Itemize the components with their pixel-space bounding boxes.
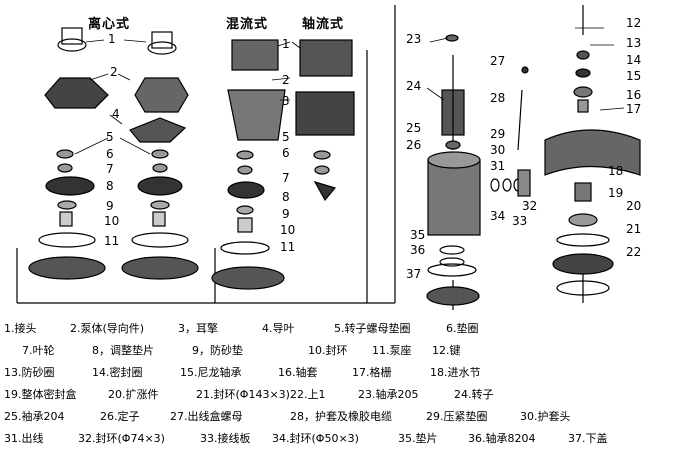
leader-lines <box>74 27 625 155</box>
legend-item: 26.定子 <box>100 410 140 423</box>
legend-item: 13.防砂圈 <box>4 366 55 379</box>
callout-label: 27 <box>490 54 506 68</box>
callout-label: 1 <box>282 37 290 51</box>
callout-label: 37 <box>406 267 422 281</box>
callout-label: 1 <box>108 32 116 46</box>
callout-label: 5 <box>106 130 114 144</box>
legend-item: 28，护套及橡胶电缆 <box>290 410 392 423</box>
callout-label: 20 <box>626 199 642 213</box>
legend-item: 17.格栅 <box>352 366 392 379</box>
callout-label: 24 <box>406 79 422 93</box>
callout-label: 11 <box>104 234 120 248</box>
legend-item: 37.下盖 <box>568 432 608 445</box>
legend-item: 10.封环 <box>308 344 348 357</box>
header-centrifugal: 离心式 <box>88 17 131 32</box>
callout-label: 17 <box>626 102 642 116</box>
callout-label: 13 <box>626 36 642 50</box>
legend-item: 33.接线板 <box>200 432 251 445</box>
legend-item: 4.导叶 <box>262 322 295 335</box>
legend-item: 12.键 <box>432 344 461 357</box>
exploded-pump-diagram: 离心式 混流式 轴流式 1 2 4 5 6 7 8 9 10 11 1 2 3 … <box>16 5 642 310</box>
callout-label: 10 <box>280 223 296 237</box>
callout-label: 9 <box>282 207 290 221</box>
callout-label: 16 <box>626 88 642 102</box>
callout-label: 26 <box>406 138 422 152</box>
legend-item: 21.封环(Φ143×3)22.上1 <box>196 388 326 401</box>
legend-item: 18.进水节 <box>430 366 481 379</box>
callout-label: 8 <box>106 179 114 193</box>
legend-item: 32.封环(Φ74×3) <box>78 432 165 445</box>
pump-parts-drawing <box>16 5 641 310</box>
legend-item: 35.垫片 <box>398 432 438 445</box>
mixed-axial-parts <box>211 39 355 290</box>
callout-label: 30 <box>490 143 506 157</box>
legend-item: 8，调整垫片 <box>92 344 154 357</box>
callout-label: 31 <box>490 159 506 173</box>
callout-label: 7 <box>106 162 114 176</box>
callout-label: 3 <box>282 94 290 108</box>
callout-label: 33 <box>512 214 528 228</box>
legend-item: 1.接头 <box>4 322 37 335</box>
legend-item: 24.转子 <box>454 388 494 401</box>
callout-label: 6 <box>106 147 114 161</box>
callout-label: 7 <box>282 171 290 185</box>
header-axial-flow: 轴流式 <box>302 17 345 32</box>
legend-item: 34.封环(Φ50×3) <box>272 432 359 445</box>
header-mixed-flow: 混流式 <box>226 17 269 32</box>
legend-item: 7.叶轮 <box>22 344 55 357</box>
legend-item: 15.尼龙轴承 <box>180 366 242 379</box>
callout-label: 35 <box>410 228 426 242</box>
legend-item: 3，耳擎 <box>178 322 218 335</box>
callout-label: 2 <box>110 65 118 79</box>
callout-label: 12 <box>626 16 642 30</box>
legend-item: 23.轴承205 <box>358 388 419 401</box>
callout-label: 2 <box>282 73 290 87</box>
legend-item: 20.扩涨件 <box>108 388 159 401</box>
callout-label: 6 <box>282 146 290 160</box>
legend-item: 11.泵座 <box>372 344 412 357</box>
callout-label: 15 <box>626 69 642 83</box>
callout-label: 11 <box>280 240 296 254</box>
callout-label: 32 <box>522 199 538 213</box>
centrifugal-parts <box>28 27 199 280</box>
callout-label: 5 <box>282 130 290 144</box>
motor-parts <box>426 34 531 306</box>
inlet-parts <box>544 50 641 296</box>
callout-label: 8 <box>282 190 290 204</box>
callout-label: 21 <box>626 222 642 236</box>
callout-label: 25 <box>406 121 422 135</box>
legend-item: 31.出线 <box>4 432 44 445</box>
legend-item: 19.整体密封盒 <box>4 388 77 401</box>
legend-item: 30.护套头 <box>520 410 571 423</box>
legend-item: 5.转子螺母垫圈 <box>334 322 411 335</box>
legend-item: 25.袖承204 <box>4 410 65 423</box>
legend-item: 2.泵体(导向件) <box>70 322 145 335</box>
legend-item: 29.压紧垫圈 <box>426 410 488 423</box>
callout-label: 28 <box>490 91 506 105</box>
callout-label: 36 <box>410 243 426 257</box>
callout-label: 10 <box>104 214 120 228</box>
callout-label: 19 <box>608 186 624 200</box>
callout-label: 18 <box>608 164 624 178</box>
callout-label: 29 <box>490 127 506 141</box>
legend-item: 36.轴承8204 <box>468 432 536 445</box>
legend-item: 9，防砂垫 <box>192 344 243 357</box>
legend-item: 16.轴套 <box>278 366 318 379</box>
callout-label: 22 <box>626 245 642 259</box>
legend-item: 14.密封圈 <box>92 366 143 379</box>
legend-item: 27.出线盒螺母 <box>170 410 243 423</box>
callout-label: 4 <box>112 107 120 121</box>
callout-label: 9 <box>106 199 114 213</box>
callout-label: 14 <box>626 53 642 67</box>
parts-legend: 1.接头 2.泵体(导向件) 3，耳擎 4.导叶 5.转子螺母垫圈 6.垫圈 7… <box>0 318 679 463</box>
callout-label: 34 <box>490 209 506 223</box>
callout-label: 23 <box>406 32 422 46</box>
legend-item: 6.垫圈 <box>446 322 479 335</box>
